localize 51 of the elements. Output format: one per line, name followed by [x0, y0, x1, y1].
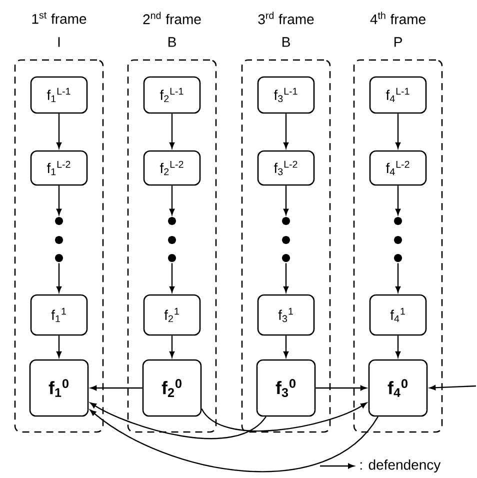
- arrow: [395, 336, 401, 358]
- ellipsis-dots: [168, 217, 176, 262]
- frame-type-label: P: [394, 37, 402, 47]
- arrow: [56, 263, 62, 292]
- frame-heading: 2$^{nd}$ frame: [143, 12, 201, 24]
- process-box: f$_{2}$1: [143, 294, 201, 336]
- process-box: f$_{3}$1: [257, 294, 315, 336]
- arrow: [395, 263, 401, 292]
- process-box: f$_{1}$L-2: [30, 150, 88, 186]
- process-box: f$_{4}$L-2: [369, 150, 427, 186]
- frame-type-label: B: [282, 37, 290, 47]
- frame-heading: 4$^{th}$ frame: [370, 12, 426, 24]
- ellipsis-dots: [282, 217, 290, 262]
- frame-type-label: B: [168, 37, 176, 47]
- arrow: [169, 114, 175, 148]
- process-box: f$_{3}$0: [256, 359, 316, 417]
- process-box: f$_{2}$L-2: [143, 150, 201, 186]
- process-box: f$_{1}$L-1: [30, 76, 88, 114]
- process-box: f$_{1}$1: [30, 294, 88, 336]
- legend-text: : defendency: [360, 459, 441, 473]
- arrow: [395, 186, 401, 215]
- arrow: [201, 402, 367, 432]
- arrow: [56, 114, 62, 148]
- arrow: [430, 385, 476, 390]
- process-box: f$_{4}$0: [368, 359, 428, 417]
- process-box: f$_{3}$L-2: [257, 150, 315, 186]
- arrow: [316, 385, 366, 391]
- arrow: [169, 186, 175, 215]
- arrow: [56, 336, 62, 358]
- process-box: f$_{1}$0: [29, 359, 89, 417]
- arrow: [90, 410, 378, 472]
- frame-heading: 3$^{rd}$ frame: [258, 12, 314, 24]
- arrow: [395, 114, 401, 148]
- arrow: [283, 114, 289, 148]
- arrow: [283, 263, 289, 292]
- process-box: f$_{3}$L-1: [257, 76, 315, 114]
- arrow: [90, 402, 266, 440]
- process-box: f$_{2}$L-1: [143, 76, 201, 114]
- arrow: [90, 385, 142, 391]
- arrow: [169, 263, 175, 292]
- arrow: [169, 336, 175, 358]
- frame-heading: 1$^{st}$ frame: [32, 12, 86, 24]
- arrow: [283, 336, 289, 358]
- frame-type-label: I: [58, 37, 60, 47]
- arrow: [283, 186, 289, 215]
- arrow: [56, 186, 62, 215]
- ellipsis-dots: [394, 217, 402, 262]
- process-box: f$_{4}$L-1: [369, 76, 427, 114]
- ellipsis-dots: [55, 217, 63, 262]
- process-box: f$_{2}$0: [142, 359, 202, 417]
- process-box: f$_{4}$1: [369, 294, 427, 336]
